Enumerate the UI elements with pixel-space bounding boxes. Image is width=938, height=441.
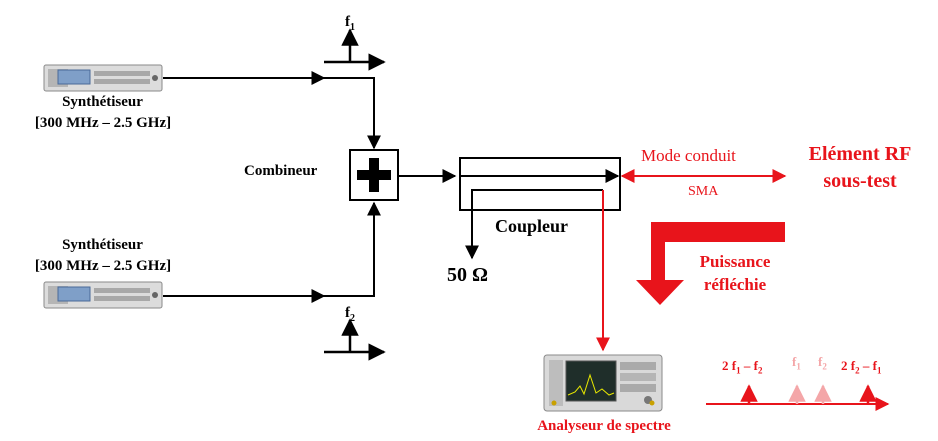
- spectrum-analyzer-image: [543, 354, 663, 412]
- top-synth-name: Synthétiseur: [62, 94, 143, 110]
- reflected-power-arrow: [636, 222, 785, 305]
- f2-label: f2: [345, 305, 355, 324]
- coupler-block: [459, 157, 621, 260]
- im-low-label: 2 f1 – f2: [722, 358, 763, 376]
- top-synth-range: [300 MHz – 2.5 GHz]: [34, 115, 172, 131]
- f1-spectrum-label: f1: [792, 354, 801, 372]
- reflected-power-label-line2: réfléchie: [703, 275, 767, 294]
- bottom-synthesizer-image: [43, 281, 163, 309]
- top-synth-line: [163, 71, 381, 150]
- f2-tone-symbol: [324, 318, 386, 361]
- im-high-label: 2 f2 – f1: [841, 358, 882, 376]
- analyzer-label: Analyseur de spectre: [537, 418, 671, 434]
- coupler-label: Coupleur: [495, 216, 569, 236]
- f1-tone-symbol: [324, 28, 386, 71]
- f1-label: f1: [345, 14, 355, 33]
- f2-spectrum-label: f2: [818, 354, 827, 372]
- dut-label-line1: Elément RF: [808, 143, 912, 165]
- mode-conduit-label: Mode conduit: [641, 146, 736, 165]
- load-label: 50 Ω: [447, 264, 489, 286]
- dut-label-line2: sous-test: [823, 170, 897, 192]
- bottom-synth-range: [300 MHz – 2.5 GHz]: [34, 258, 172, 274]
- spectrum-plot: [706, 384, 890, 411]
- top-synthesizer-image: [43, 64, 163, 92]
- combiner-label: Combineur: [244, 163, 318, 179]
- bottom-synth-line: [163, 201, 381, 303]
- combiner-block: [349, 149, 399, 201]
- sma-label: SMA: [688, 184, 719, 199]
- reflected-power-label-line1: Puissance: [699, 252, 771, 271]
- bottom-synth-name: Synthétiseur: [62, 237, 143, 253]
